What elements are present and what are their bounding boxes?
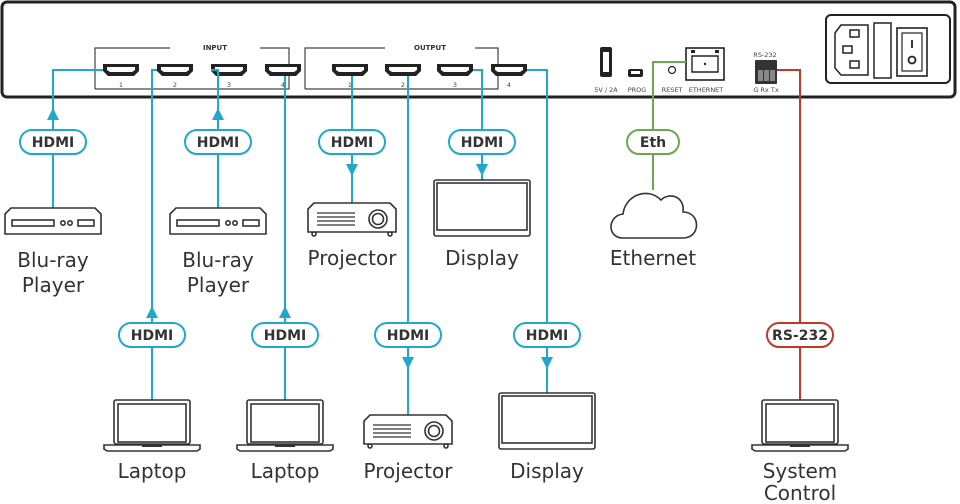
connection-1: HDMI <box>19 69 103 212</box>
connection-2: HDMI <box>118 69 186 400</box>
hdmi-input-2-number: 2 <box>173 81 177 89</box>
output-section-label: OUTPUT <box>414 44 446 52</box>
device-label: Blu-ray <box>17 248 89 272</box>
hdmi-input-3[interactable]: 3 <box>211 64 247 89</box>
hdmi-output-1[interactable]: 1 <box>332 64 368 89</box>
prog-label: PROG <box>628 86 647 94</box>
hdmi-output-2-number: 2 <box>401 81 405 89</box>
cable-tag <box>766 322 834 348</box>
arrow-down-icon <box>402 357 414 369</box>
device-label: Display <box>510 459 584 483</box>
prog-port[interactable]: PROG <box>628 69 647 94</box>
connection-7: HDMI <box>448 69 516 180</box>
device-label: Projector <box>364 459 454 483</box>
arrow-down-icon <box>346 164 358 176</box>
rs232-label: RS-232 <box>753 51 776 59</box>
connection-8: HDMI <box>513 69 581 393</box>
device-label: Display <box>445 246 519 270</box>
reset-label: RESET <box>662 86 683 94</box>
cable-tag-label: Eth <box>640 135 666 151</box>
connection-4: HDMI <box>251 76 319 400</box>
device-label: Ethernet <box>610 246 696 270</box>
device-label: Player <box>187 273 250 297</box>
cable-tag <box>118 322 186 348</box>
usb-port[interactable]: 5V / 2A <box>594 47 618 94</box>
usb-label: 5V / 2A <box>594 86 618 94</box>
cable-tag <box>626 129 680 155</box>
cable-tag <box>513 322 581 348</box>
cloud-icon <box>610 192 698 239</box>
cable-tag-label: HDMI <box>264 328 306 344</box>
arrow-down-icon <box>541 357 553 369</box>
device-label: Control <box>764 481 836 504</box>
cable-tag <box>318 129 386 155</box>
hdmi-input-1[interactable]: 1 <box>103 64 139 89</box>
cable-tag-label: HDMI <box>387 328 429 344</box>
cable-hdmi <box>52 69 103 212</box>
hdmi-input-3-number: 3 <box>227 81 231 89</box>
device-label: Blu-ray <box>182 248 254 272</box>
rs232-terminal[interactable]: RS-232 G Rx Tx <box>753 51 779 94</box>
cable-rs232 <box>777 69 801 400</box>
cable-tag <box>184 129 252 155</box>
ethernet-port[interactable]: ETHERNET <box>685 47 725 94</box>
hdmi-output-1-number: 1 <box>348 81 352 89</box>
cable-tag-label: HDMI <box>197 135 239 151</box>
cable-hdmi <box>151 69 157 400</box>
input-section-label: INPUT <box>203 44 227 52</box>
reset-button[interactable]: RESET <box>662 65 683 95</box>
device-projector: Projector <box>307 202 398 270</box>
hdmi-output-3-number: 3 <box>453 81 457 89</box>
cable-tag-label: HDMI <box>461 135 503 151</box>
device-label: System <box>763 459 838 483</box>
arrow-down-icon <box>476 164 488 176</box>
cable-tag <box>374 322 442 348</box>
cable-tag-label: HDMI <box>32 135 74 151</box>
device-label: Laptop <box>118 459 187 483</box>
device-ethernet: Ethernet <box>610 192 698 270</box>
device-display: Display <box>433 179 531 270</box>
hdmi-output-3[interactable]: 3 <box>437 64 473 89</box>
cable-tag <box>251 322 319 348</box>
device-laptop: Laptop <box>103 399 201 483</box>
device-display: Display <box>498 392 596 483</box>
connection-3: HDMI <box>184 69 252 212</box>
device-label: Projector <box>308 246 398 270</box>
cable-tag <box>448 129 516 155</box>
hdmi-input-4-number: 4 <box>281 81 285 89</box>
device-label: Player <box>22 273 85 297</box>
cable-tag-label: RS-232 <box>772 328 828 344</box>
device-label: Laptop <box>251 459 320 483</box>
arrow-up-icon <box>279 306 291 318</box>
rs232-pins-label: G Rx Tx <box>753 86 779 94</box>
power-inlet-switch[interactable] <box>825 14 951 84</box>
arrow-up-icon <box>212 108 224 120</box>
hdmi-input-2[interactable]: 2 <box>157 64 193 89</box>
matrix-switcher-chassis <box>0 0 957 99</box>
hdmi-output-2[interactable]: 2 <box>385 64 421 89</box>
cable-tag <box>19 129 87 155</box>
hdmi-input-4[interactable]: 4 <box>265 64 301 89</box>
cable-tag-label: HDMI <box>331 135 373 151</box>
cable-tag-label: HDMI <box>526 328 568 344</box>
cable-hdmi <box>211 69 219 212</box>
hdmi-output-4[interactable]: 4 <box>491 64 527 89</box>
hdmi-input-1-number: 1 <box>119 81 123 89</box>
device-projector: Projector <box>363 414 454 483</box>
cable-tag-label: HDMI <box>131 328 173 344</box>
connection-10: RS-232 <box>766 69 834 400</box>
ethernet-label: ETHERNET <box>689 86 724 94</box>
hdmi-output-4-number: 4 <box>507 81 511 89</box>
connection-9: Eth <box>626 61 686 190</box>
connection-6: HDMI <box>374 76 442 415</box>
device-laptop: Laptop <box>236 399 334 483</box>
arrow-up-icon <box>47 108 59 120</box>
cable-hdmi <box>527 69 548 393</box>
connection-5: HDMI <box>318 76 386 203</box>
arrow-up-icon <box>146 306 158 318</box>
